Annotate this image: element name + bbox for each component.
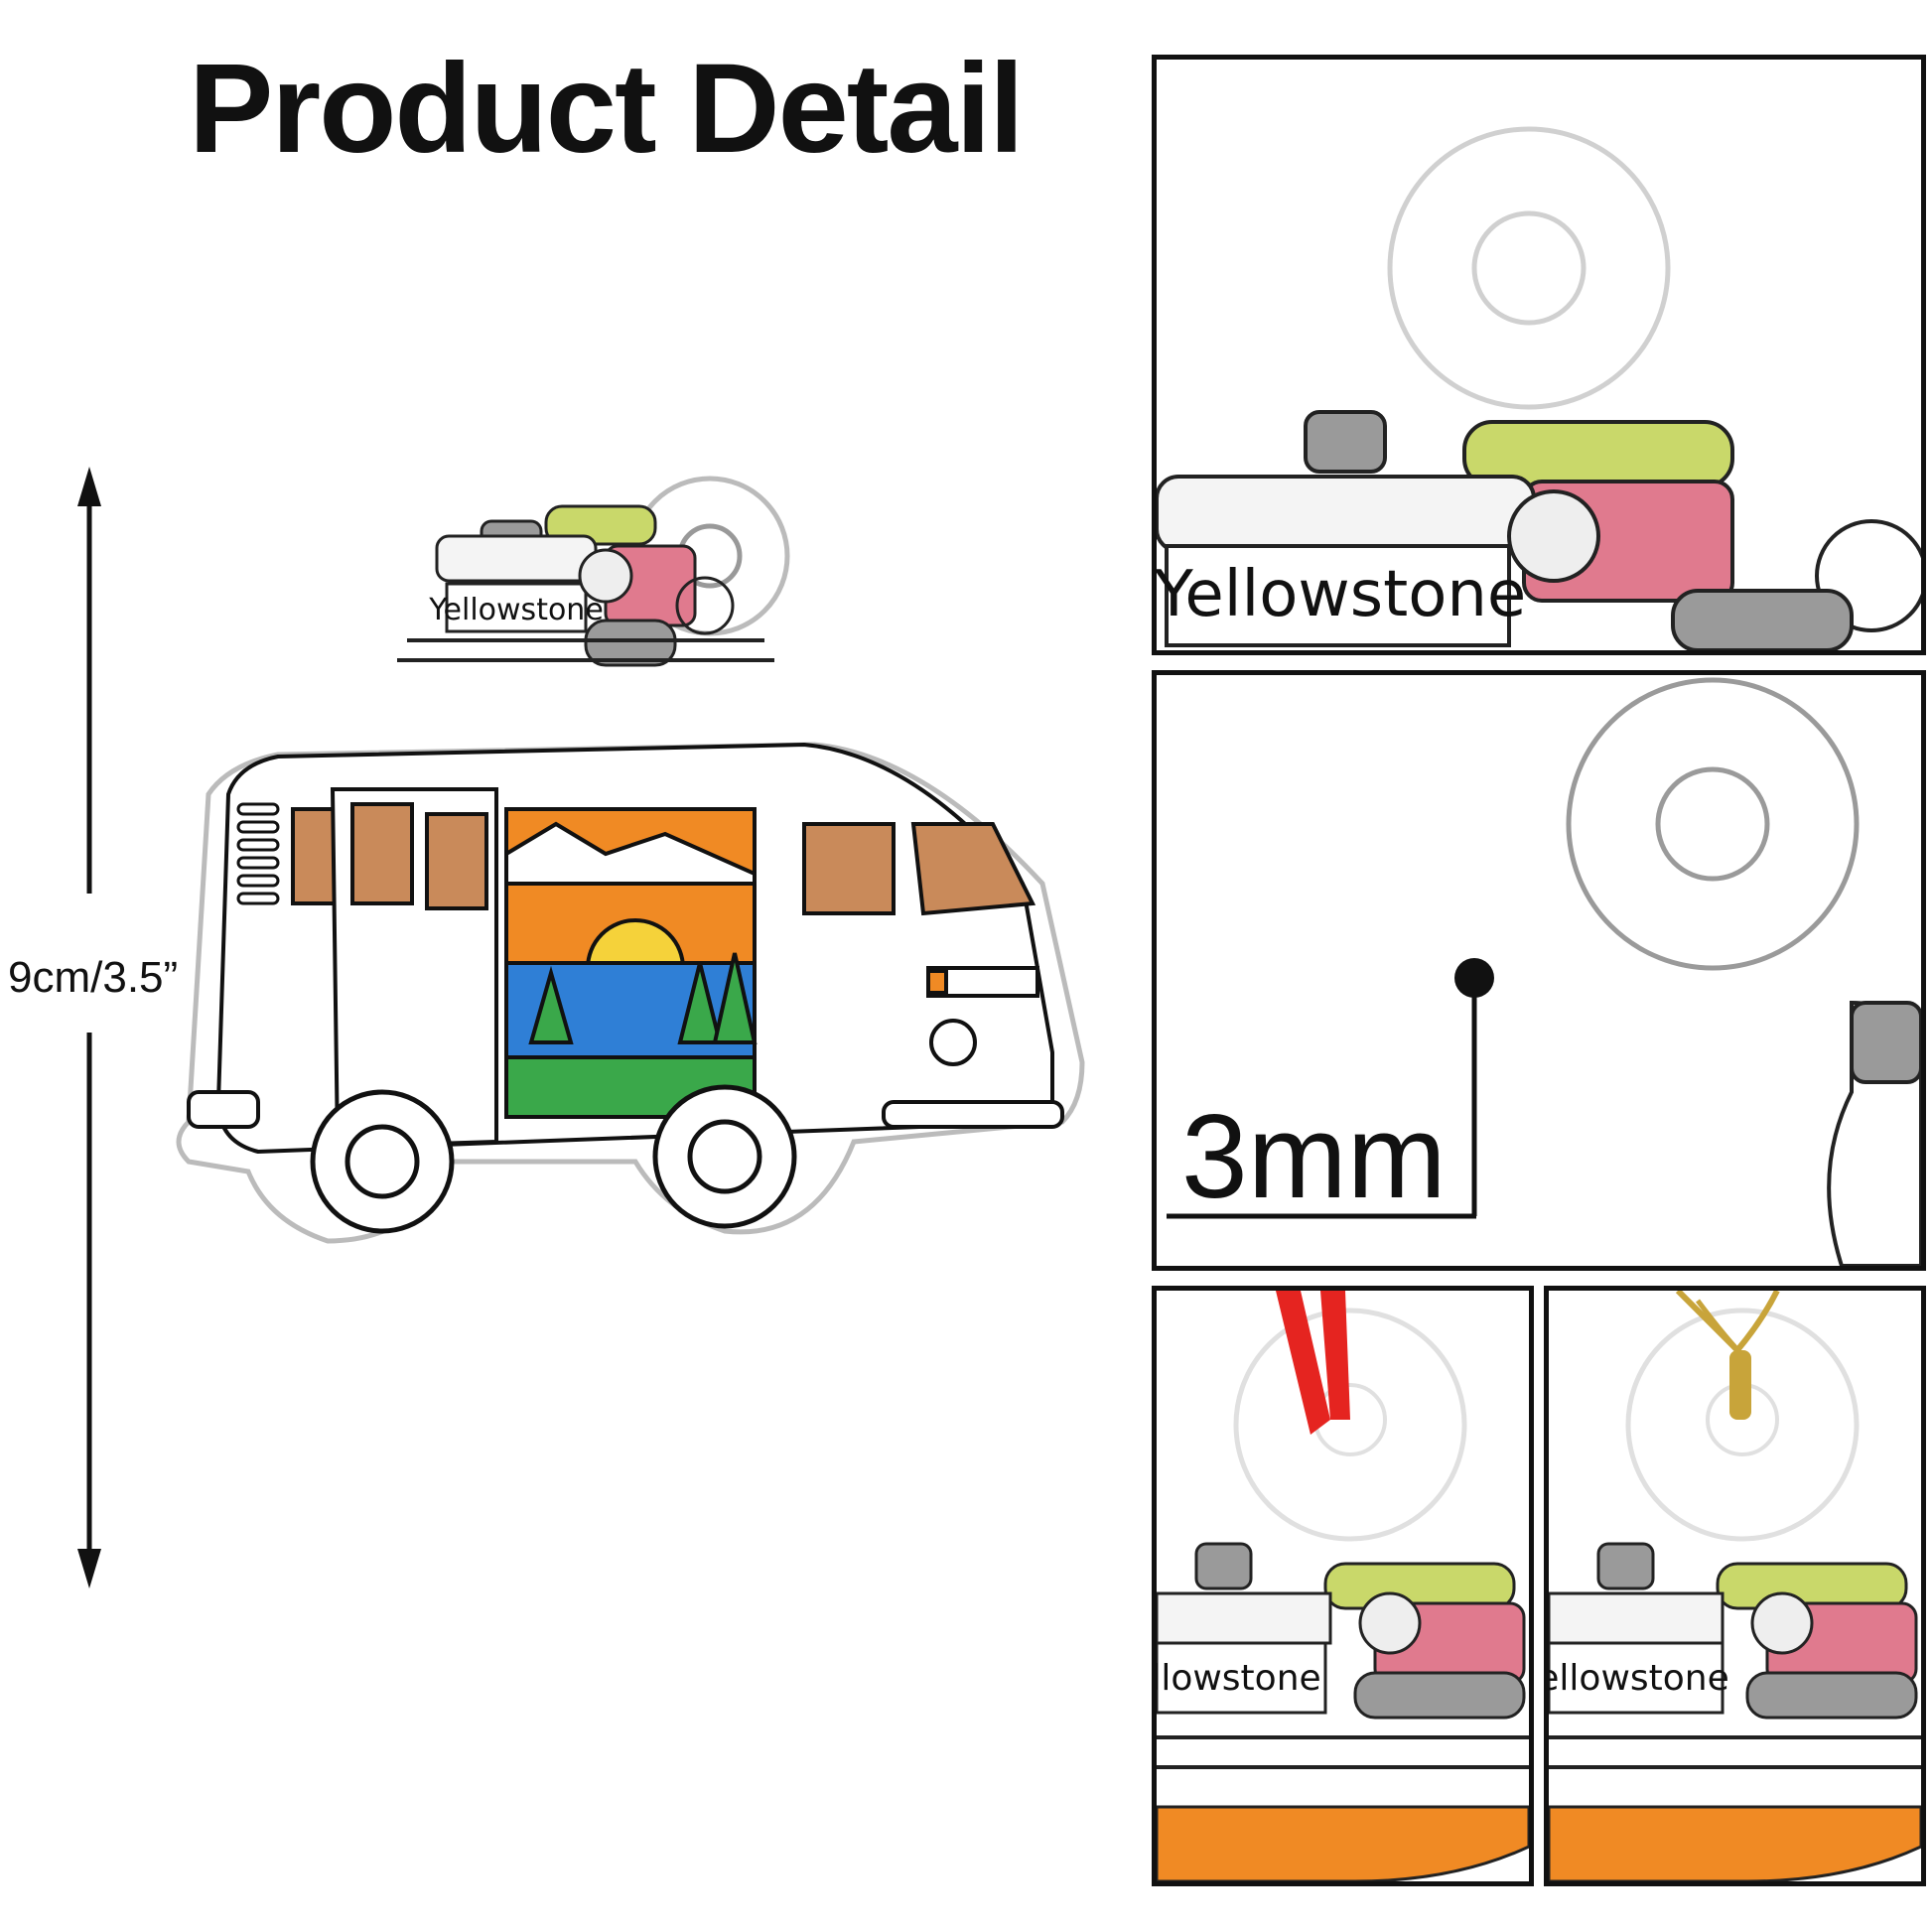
windshield xyxy=(910,822,1036,916)
headlight xyxy=(929,1019,977,1066)
scenic-panel xyxy=(504,807,758,1119)
hanging-hole xyxy=(1655,766,1770,882)
vents xyxy=(236,802,280,905)
rolled-mat xyxy=(1507,489,1600,583)
wheels xyxy=(310,1084,797,1234)
cord-panel: ellowstone xyxy=(1544,1286,1926,1886)
window xyxy=(350,802,414,905)
red-ribbon xyxy=(1276,1291,1330,1435)
acrylic-loop xyxy=(1566,677,1860,971)
dimension-label: 9cm/3.5” xyxy=(8,953,179,1002)
hanging-hole xyxy=(1471,210,1587,326)
sign-text: ellowstone xyxy=(1549,1658,1729,1699)
zoom-panel-top: Yellowstone xyxy=(1152,55,1926,655)
thickness-panel: 3mm xyxy=(1152,670,1926,1271)
acrylic-loop xyxy=(1625,1308,1860,1542)
wheel-icon xyxy=(1815,519,1921,632)
van-body xyxy=(187,742,1064,1155)
thickness-label: 3mm xyxy=(1181,1090,1447,1223)
sign-text: Yellowstone xyxy=(1157,558,1526,631)
dimension-arrow xyxy=(77,467,101,1588)
sign-board xyxy=(1549,1641,1725,1715)
acrylic-loop xyxy=(1233,1308,1467,1542)
page-title: Product Detail xyxy=(189,38,1025,180)
red-ribbon xyxy=(1320,1291,1350,1420)
indicator xyxy=(926,969,948,995)
rear-bumper xyxy=(187,1090,260,1129)
sign-board xyxy=(1157,1641,1327,1715)
sign-text: Yellowstone xyxy=(428,593,604,627)
roof-luggage: Yellowstone xyxy=(397,504,774,667)
window xyxy=(802,822,896,915)
sign-text: llowstone xyxy=(1157,1658,1321,1699)
van-ornament: Yellowstone xyxy=(176,476,1085,1244)
acrylic-loop xyxy=(1387,126,1671,410)
sign-board xyxy=(445,582,588,633)
window xyxy=(425,812,488,910)
pack-gray xyxy=(1304,410,1387,474)
ribbon-panel: llowstone xyxy=(1152,1286,1534,1886)
front-bumper xyxy=(882,1100,1064,1129)
cord-knot xyxy=(1729,1350,1751,1420)
sign-board xyxy=(1165,544,1511,647)
window xyxy=(291,807,340,905)
